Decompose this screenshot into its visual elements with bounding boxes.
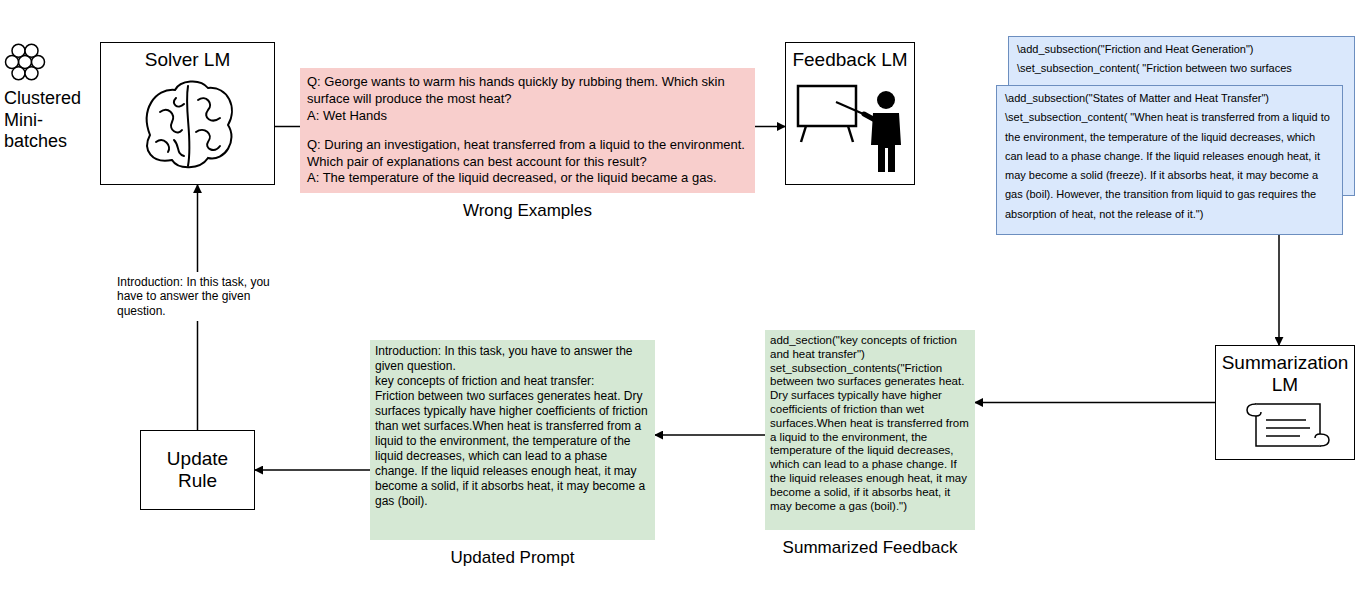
input-label: Clustered Mini-batches [4, 88, 98, 153]
brain-gyrus [196, 130, 220, 150]
brain-gyrus [156, 140, 169, 152]
feedback-note: \add_subsection("States of Matter and He… [996, 85, 1343, 235]
flow-arrow [755, 126, 785, 128]
flow-arrow [1278, 235, 1280, 345]
scroll-icon [1247, 404, 1329, 446]
brain-midline [187, 86, 190, 166]
flow-arrow [275, 126, 300, 128]
flow-arrow [255, 469, 370, 471]
model-box: Summarization LM [1215, 345, 1355, 460]
board-leg [801, 126, 806, 142]
model-box: Feedback LM [785, 42, 915, 185]
node-text: Q: During an investigation, heat transfe… [307, 137, 748, 171]
cluster-dot [12, 44, 25, 57]
node-text: add_section("key concepts of friction an… [770, 334, 970, 362]
node-text: Friction between two surfaces generates … [375, 389, 650, 509]
box-caption: Summarized Feedback [735, 538, 1005, 558]
scroll-line [1266, 435, 1300, 437]
node-text: set_subsection_contents("Friction betwee… [770, 362, 970, 514]
node-text: \set_subsection_content( "Friction betwe… [1017, 59, 1346, 78]
scroll-curl [1315, 434, 1329, 446]
brain-gyrus [198, 98, 220, 120]
prompt-box: Introduction: In this task, you have to … [370, 340, 655, 540]
node-text: A: The temperature of the liquid decreas… [307, 170, 748, 187]
scroll-sheet [1256, 404, 1320, 446]
node-text: \add_subsection("States of Matter and He… [1005, 89, 1334, 108]
process-box: Update Rule [140, 430, 255, 510]
node-text: key concepts of friction and heat transf… [375, 374, 650, 389]
examples-box: Q: George wants to warm his hands quickl… [300, 68, 755, 193]
teacher-head [877, 91, 895, 109]
cluster-dot [25, 67, 38, 80]
scroll-curl [1247, 404, 1261, 416]
box-caption: Updated Prompt [340, 548, 685, 568]
flow-arrow [655, 434, 765, 436]
node-text: Solver LM [104, 49, 271, 71]
summary-box: add_section("key concepts of friction an… [765, 330, 975, 530]
brain-outline [147, 81, 232, 167]
node-text: A: Wet Hands [307, 108, 748, 125]
board-leg [848, 126, 853, 142]
prompt-note: Introduction: In this task, you have to … [115, 272, 287, 321]
brain-gyrus [174, 98, 184, 106]
node-text: Q: George wants to warm his hands quickl… [307, 74, 748, 108]
cluster-dot [25, 44, 38, 57]
brain-icon [147, 81, 232, 167]
node-text: \set_subsection_content( "When heat is t… [1005, 108, 1334, 224]
cluster-dot [12, 67, 25, 80]
teacher-icon [798, 86, 901, 172]
brain-gyrus [174, 140, 184, 156]
node-text: \add_subsection("Friction and Heat Gener… [1017, 40, 1346, 59]
node-text: Feedback LM [789, 49, 911, 71]
node-text: Summarization LM [1219, 352, 1351, 396]
flow-arrow [975, 402, 1215, 404]
scroll-line [1266, 427, 1310, 429]
scroll-line [1266, 419, 1306, 421]
cluster-icon [6, 44, 45, 80]
model-box: Solver LM [100, 42, 275, 185]
box-caption: Wrong Examples [270, 201, 785, 221]
brain-gyrus [160, 110, 182, 133]
node-text: Update Rule [145, 448, 250, 492]
teacher-body [871, 113, 901, 172]
node-text: Introduction: In this task, you have to … [375, 344, 650, 374]
